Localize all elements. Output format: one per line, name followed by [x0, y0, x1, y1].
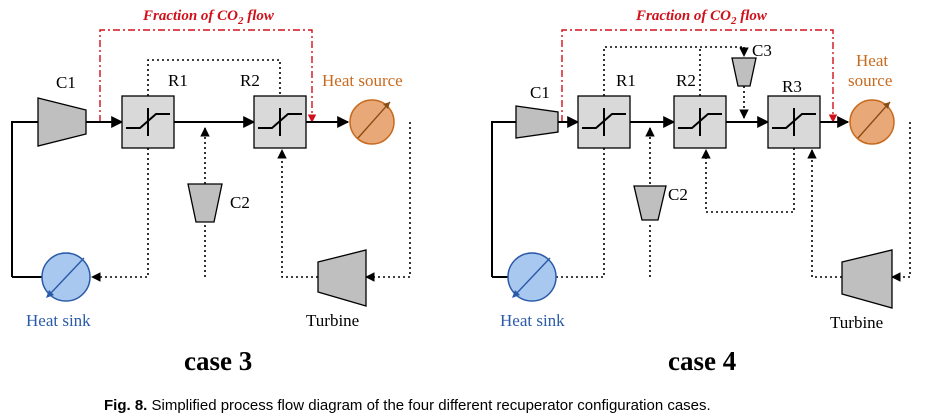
c2-label-4: C2	[668, 185, 688, 204]
r2-to-r1-hot-line-4	[603, 46, 744, 96]
c2-label: C2	[230, 193, 250, 212]
main-flow-line	[11, 121, 38, 277]
r1-to-sink-line-4	[545, 148, 605, 282]
case-3-diagram: Fraction of CO2 flow C1 R1 R2	[11, 8, 411, 376]
fraction-of-co2-label: Fraction of CO2 flow	[142, 8, 275, 27]
turbine-label-4: Turbine	[830, 313, 883, 332]
recuperator-r2	[253, 95, 307, 149]
turbine-label: Turbine	[306, 311, 359, 330]
r2-to-r1-hot-line	[147, 59, 281, 96]
compressor-c3-4	[731, 57, 757, 87]
fraction-flow-line-4	[561, 29, 838, 123]
c1-label: C1	[56, 73, 76, 92]
c3-label-4: C3	[752, 41, 772, 60]
case-4-label: case 4	[668, 346, 736, 376]
heat-source-icon	[349, 99, 395, 145]
c1-label-4: C1	[530, 83, 550, 102]
turbine-4	[841, 249, 893, 309]
r1-to-sink-line	[91, 148, 149, 282]
recuperator-r3-4	[767, 95, 821, 149]
heat-sink-icon	[41, 252, 91, 302]
turbine-to-r3-line-4	[807, 149, 842, 278]
heat-source-label-line1-4: Heat	[856, 51, 888, 70]
compressor-c2	[187, 183, 223, 223]
heat-sink-icon-4	[507, 252, 557, 302]
compressor-c2-4	[633, 185, 667, 221]
case-3-label: case 3	[184, 346, 252, 376]
caption-text: Simplified process flow diagram of the f…	[147, 397, 710, 414]
figure-caption: Fig. 8. Simplified process flow diagram …	[104, 397, 711, 414]
heat-source-icon-4	[849, 99, 895, 145]
fraction-flow-line	[99, 29, 317, 123]
r3-to-r2-line-4	[701, 148, 795, 213]
r1-label: R1	[168, 71, 188, 90]
recuperator-r1-4	[577, 95, 631, 149]
recuperator-r1	[121, 95, 175, 149]
compressor-c1	[37, 97, 87, 147]
heat-source-label-line2-4: source	[848, 71, 892, 90]
caption-fig-number: Fig. 8.	[104, 397, 147, 414]
turbine	[317, 249, 367, 307]
case-4-diagram: Fraction of CO2 flow C1 R1	[491, 8, 911, 376]
main-flow-line-4	[491, 121, 516, 277]
heat-sink-label: Heat sink	[26, 311, 91, 330]
heat-source-label: Heat source	[322, 71, 403, 90]
compressor-c1-4	[515, 105, 559, 139]
fraction-of-co2-label-4: Fraction of CO2 flow	[635, 8, 768, 27]
r2-label-4: R2	[676, 71, 696, 90]
turbine-to-r2-line	[277, 149, 318, 278]
source-to-turbine-line-4	[891, 122, 911, 282]
r1-label-4: R1	[616, 71, 636, 90]
recuperator-r2-4	[673, 95, 727, 149]
r3-label-4: R3	[782, 77, 802, 96]
r2-label: R2	[240, 71, 260, 90]
heat-sink-label-4: Heat sink	[500, 311, 565, 330]
source-to-turbine-line	[365, 122, 411, 282]
